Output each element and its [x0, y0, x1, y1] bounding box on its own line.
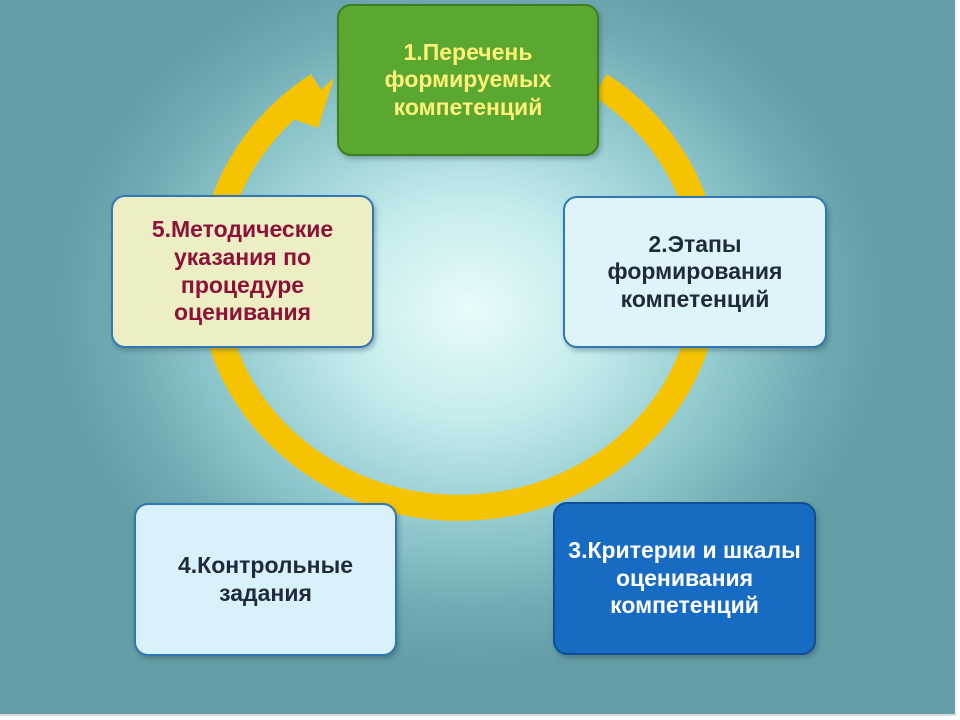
step-5-label: 5.Методические указания по процедуре оце…	[151, 216, 334, 326]
cycle-arrow-head	[290, 78, 334, 128]
step-5-box: 5.Методические указания по процедуре оце…	[111, 195, 374, 348]
step-4-label: 4.Контрольные задания	[177, 551, 354, 606]
step-2-label: 2.Этапы формирования компетенций	[607, 230, 783, 312]
step-4-box: 4.Контрольные задания	[134, 503, 397, 656]
step-3-label: 3.Критерии и шкалы оценивания компетенци…	[568, 537, 801, 619]
step-1-box: 1.Перечень формируемых компетенций	[337, 4, 599, 156]
step-1-label: 1.Перечень формируемых компетенций	[384, 38, 552, 120]
step-3-box: 3.Критерии и шкалы оценивания компетенци…	[553, 502, 816, 655]
step-2-box: 2.Этапы формирования компетенций	[563, 196, 827, 348]
